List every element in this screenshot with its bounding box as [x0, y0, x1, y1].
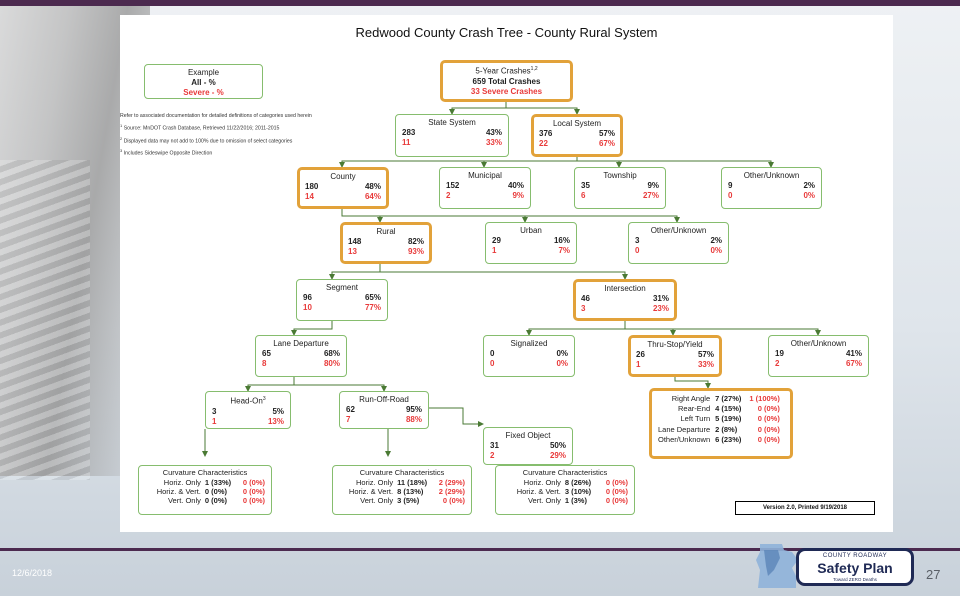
logo-line3: Toward ZERO Deaths: [833, 577, 877, 582]
example-label: Example: [187, 68, 220, 77]
connector-lane-ror: [248, 384, 387, 392]
logo-card: COUNTY ROADWAY Safety Plan Toward ZERO D…: [796, 548, 914, 586]
connector-root-state: [449, 102, 507, 115]
top-accent-bar: [0, 0, 960, 6]
connector-rural-segment: [329, 264, 381, 280]
diagram-title: Redwood County Crash Tree - County Rural…: [355, 25, 658, 40]
connector-root-local: [506, 107, 580, 115]
footnotes: Refer to associated documentation for de…: [120, 111, 385, 159]
root-total: 659 Total Crashes: [472, 76, 541, 86]
footnote-1: 1 Source: MnDOT Crash Database, Retrieve…: [120, 123, 280, 132]
footnote-3: 3 Includes Sideswipe Opposite Direction: [120, 148, 213, 158]
connector-local-county: [339, 157, 578, 168]
connector-county-other: [525, 215, 680, 223]
node-five-year-crashes: 5-Year Crashes1,2 659 Total Crashes 33 S…: [440, 60, 573, 102]
footnote-2: 2 Displayed data may not add to 100% due…: [120, 135, 293, 145]
root-severe: 33 Severe Crashes: [470, 86, 543, 96]
page-number: 27: [926, 567, 941, 582]
example-all-line: All - %: [191, 78, 216, 87]
connector-ror-fixed: [429, 407, 484, 427]
logo-line1: COUNTY ROADWAY: [822, 553, 888, 559]
example-severe-line: Severe - %: [183, 88, 224, 97]
connector-segment-lane: [291, 321, 333, 336]
footnote-intro: Refer to associated documentation for de…: [120, 113, 312, 119]
tree-connectors: [202, 102, 821, 465]
logo-line2: Safety Plan: [817, 560, 893, 576]
connector-thru-types: [674, 377, 711, 389]
version-label: Version 2.0, Printed 9/19/2018: [735, 501, 875, 515]
county-roadway-safety-plan-logo: COUNTY ROADWAY Safety Plan Toward ZERO D…: [752, 540, 920, 590]
example-legend-box: Example All - % Severe - %: [144, 64, 263, 99]
connector-county-rural: [341, 209, 383, 223]
connector-rural-intersection: [380, 271, 628, 280]
connector-intersection-signalized: [526, 321, 626, 336]
road-texture-decoration: [0, 160, 90, 480]
slide-date: 12/6/2018: [12, 568, 53, 578]
bottom-accent-bar: [0, 548, 960, 551]
minnesota-map-icon: [756, 544, 798, 588]
crash-tree-diagram: Redwood County Crash Tree - County Rural…: [120, 15, 893, 532]
connector-intersection-other: [673, 328, 821, 336]
connector-lane-headon: [245, 377, 295, 392]
connector-local-other: [577, 160, 774, 168]
